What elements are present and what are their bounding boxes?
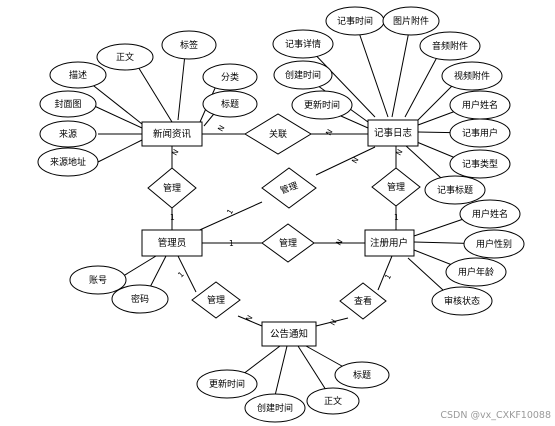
cardinality-label: N <box>328 318 339 327</box>
attribute-label: 用户姓名 <box>472 208 508 220</box>
attribute-label: 用户年龄 <box>458 266 494 278</box>
entity-label: 注册用户 <box>370 237 408 249</box>
attribute-label: 用户姓名 <box>462 99 498 111</box>
cardinality-label: 1 <box>383 272 393 281</box>
attribute-admin-account: 账号 <box>69 265 127 295</box>
attribute-notice-title: 标题 <box>334 361 390 389</box>
attribute-label: 密码 <box>131 293 149 305</box>
attribute-label: 标题 <box>353 369 371 381</box>
attribute-news-source-url: 来源地址 <box>37 147 99 177</box>
attribute-label: 审核状态 <box>444 295 480 307</box>
attribute-user-status: 审核状态 <box>431 286 493 316</box>
cardinality-label: 1 <box>176 270 186 280</box>
relationship-label: 关联 <box>269 128 287 140</box>
attribute-label: 更新时间 <box>209 378 245 390</box>
attribute-label: 记事用户 <box>462 127 498 139</box>
cardinality-label: 1 <box>394 213 399 222</box>
attribute-label: 来源 <box>59 129 77 140</box>
attribute-label: 账号 <box>89 275 107 286</box>
attribute-label: 标签 <box>180 39 198 51</box>
relationship-label: 管理 <box>387 181 405 193</box>
attribute-label: 记事详情 <box>285 38 321 50</box>
relationship-admin-user: 管理 <box>261 223 315 263</box>
attribute-diary-updated: 更新时间 <box>291 90 353 120</box>
attribute-notice-created: 创建时间 <box>244 393 306 423</box>
attribute-diary-user: 记事用户 <box>449 118 511 148</box>
attribute-label: 更新时间 <box>304 99 340 111</box>
relationship-label: 管理 <box>279 237 297 249</box>
cardinality-label: N <box>170 148 181 157</box>
attribute-label: 记事标题 <box>437 184 473 196</box>
attribute-label: 正文 <box>116 51 134 63</box>
attribute-label: 视频附件 <box>454 70 490 82</box>
attribute-label: 创建时间 <box>257 402 293 414</box>
attribute-news-source: 来源 <box>39 120 97 148</box>
attribute-news-category: 分类 <box>202 63 258 91</box>
attribute-user-name: 用户姓名 <box>459 199 521 229</box>
watermark-text: CSDN @vx_CXKF10088 <box>440 410 551 421</box>
attribute-label: 记事类型 <box>462 158 498 170</box>
attribute-diary-type: 记事类型 <box>449 149 511 179</box>
entity-label: 记事日志 <box>374 127 412 139</box>
attribute-news-title: 标题 <box>202 90 258 118</box>
attribute-label: 用户性别 <box>476 238 512 250</box>
cardinality-label: N <box>324 128 335 137</box>
attribute-label: 正文 <box>324 395 342 407</box>
attribute-user-age: 用户年龄 <box>445 257 507 287</box>
cardinality-label: N <box>216 124 227 133</box>
attribute-label: 记事时间 <box>337 15 373 27</box>
entity-label: 管理员 <box>158 237 187 249</box>
attribute-label: 音频附件 <box>432 40 468 52</box>
attribute-diary-username: 用户姓名 <box>449 90 511 120</box>
cardinality-label: 1 <box>225 207 235 216</box>
attribute-diary-time: 记事时间 <box>325 6 385 36</box>
attribute-user-gender: 用户性别 <box>463 229 525 259</box>
relationship-label: 管理 <box>163 182 181 194</box>
attribute-diary-created: 创建时间 <box>273 60 333 90</box>
relationship-admin-notice: 管理 <box>191 281 241 319</box>
attribute-news-tag: 标签 <box>161 30 217 60</box>
attribute-notice-body: 正文 <box>306 387 360 415</box>
relationship-news-diary: 关联 <box>244 113 312 155</box>
cardinality-label: N <box>244 314 255 323</box>
attribute-news-desc: 描述 <box>49 61 107 89</box>
cardinality-label: N <box>394 148 405 157</box>
entity-user: 注册用户 <box>364 229 415 257</box>
entity-news: 新闻资讯 <box>141 121 203 147</box>
relationship-user-notice: 查看 <box>339 282 387 320</box>
attribute-diary-image: 图片附件 <box>382 6 440 36</box>
cardinality-labels: N N N 1 1 N N 1 1 N 1 N 1 N <box>170 124 405 327</box>
cardinality-label: N <box>350 156 361 165</box>
attribute-news-cover: 封面图 <box>39 90 97 118</box>
cardinality-label: N <box>334 238 345 247</box>
attribute-diary-audio: 音频附件 <box>419 31 481 61</box>
relationship-admin-news: 管理 <box>147 167 197 209</box>
attribute-label: 图片附件 <box>393 15 429 27</box>
cardinality-label: 1 <box>170 213 175 222</box>
relationship-label: 管理 <box>207 294 225 306</box>
attribute-label: 标题 <box>221 98 239 110</box>
entity-diary: 记事日志 <box>367 119 419 147</box>
attribute-label: 分类 <box>221 71 239 83</box>
cardinality-label: 1 <box>229 239 234 248</box>
attribute-diary-detail: 记事详情 <box>272 29 334 59</box>
attribute-diary-video: 视频附件 <box>441 61 503 91</box>
attribute-diary-title: 记事标题 <box>424 175 486 205</box>
relationship-admin-diary: 管理 <box>261 167 317 209</box>
attribute-news-body: 正文 <box>96 43 154 71</box>
entity-admin: 管理员 <box>141 229 203 257</box>
entity-notice: 公告通知 <box>261 321 317 347</box>
attribute-label: 描述 <box>69 69 87 81</box>
attribute-admin-password: 密码 <box>111 284 169 314</box>
entity-label: 新闻资讯 <box>153 128 192 140</box>
entity-label: 公告通知 <box>270 328 308 340</box>
attribute-label: 封面图 <box>54 98 81 110</box>
relationship-diary-user: 管理 <box>371 167 421 207</box>
attribute-label: 来源地址 <box>50 156 86 168</box>
relationship-label: 查看 <box>354 295 372 307</box>
attribute-label: 创建时间 <box>285 69 321 81</box>
attribute-notice-updated: 更新时间 <box>196 369 258 399</box>
